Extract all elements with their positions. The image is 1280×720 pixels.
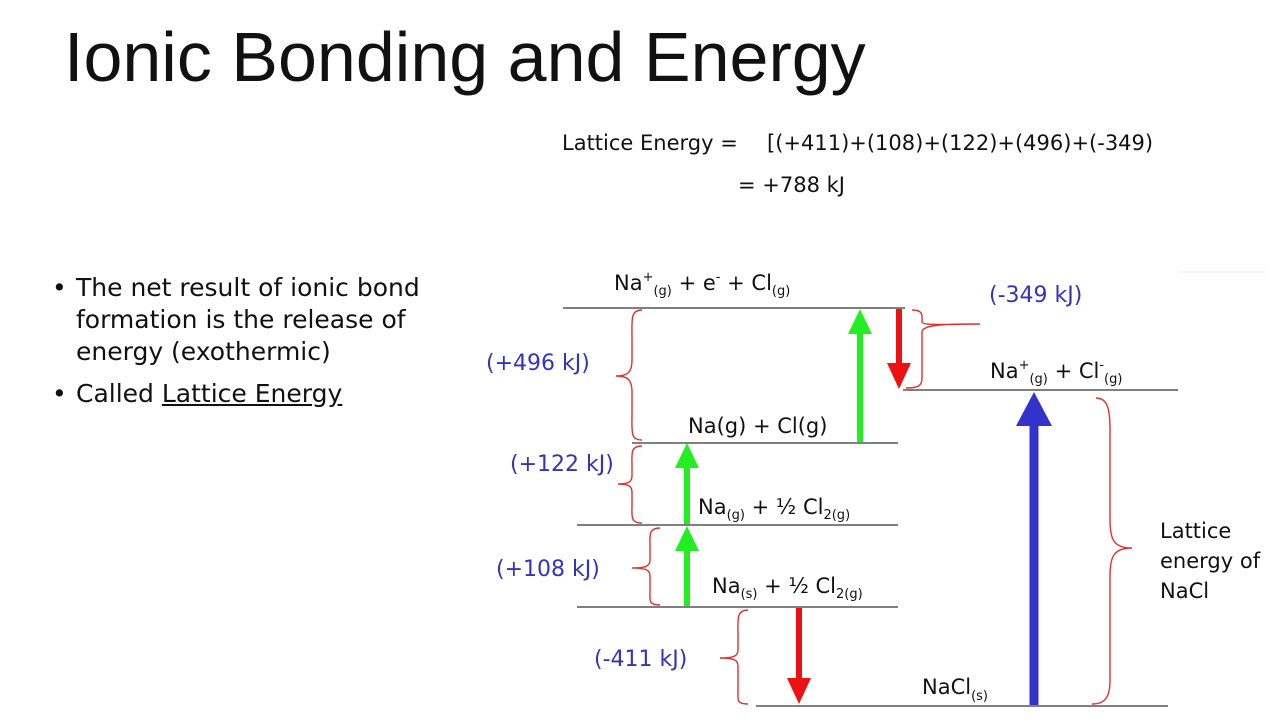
equation-label: Lattice Energy =: [562, 131, 738, 155]
bullet-list: • The net result of ionic bond formation…: [52, 272, 432, 420]
energy-levels: [563, 307, 1178, 707]
lattice-label-line1: Lattice: [1160, 519, 1231, 543]
bullet-text: The net result of ionic bond formation i…: [76, 273, 420, 366]
arrow-electron-affinity: [887, 309, 911, 389]
label-sublimation: (+108 kJ): [496, 557, 600, 582]
equation-result: = +788 kJ: [738, 173, 845, 197]
arrow-ionization: [848, 309, 872, 442]
brace-dissociation: [617, 445, 643, 524]
lattice-label-line3: NaCl: [1160, 579, 1209, 603]
bullet-dot: •: [52, 273, 67, 302]
level-label-nacl: NaCl(s): [922, 675, 988, 704]
equation-expression: [(+411)+(108)+(122)+(496)+(-349): [767, 131, 1153, 155]
arrow-sublimation: [675, 526, 699, 606]
label-dissociation: (+122 kJ): [510, 452, 614, 477]
brace-lattice: [1091, 397, 1133, 705]
bullet-item-net-result: • The net result of ionic bond formation…: [52, 272, 432, 368]
level-label-na-gas: Na(g) + ½ Cl2(g): [698, 495, 850, 523]
bullet-text: Called: [76, 379, 154, 408]
brace-sublimation: [631, 527, 661, 606]
label-electron-affinity: (-349 kJ): [989, 283, 1082, 308]
arrow-formation: [787, 608, 811, 704]
label-ionization: (+496 kJ): [486, 351, 590, 376]
level-label-gas-atoms: Na(g) + Cl(g): [688, 414, 827, 438]
brace-electron-affinity: [905, 309, 981, 389]
arrow-dissociation: [675, 443, 699, 524]
bullet-dot: •: [52, 379, 67, 408]
level-label-ions-electron: Na+(g) + e- + Cl(g): [614, 270, 790, 299]
brace-formation: [719, 609, 749, 705]
lattice-label-line2: energy of: [1160, 549, 1261, 573]
slide-title: Ionic Bonding and Energy: [64, 18, 866, 96]
brace-ionization: [615, 309, 643, 441]
label-formation: (-411 kJ): [594, 647, 687, 672]
braces: [615, 309, 1133, 705]
level-label-na-solid: Na(s) + ½ Cl2(g): [712, 574, 863, 602]
lattice-energy-term: Lattice Energy: [161, 379, 343, 408]
bullet-item-called: • Called Lattice Energy: [52, 378, 432, 410]
level-label-gas-ions: Na+(g) + Cl-(g): [990, 358, 1122, 387]
arrow-lattice-energy: [1016, 392, 1052, 705]
